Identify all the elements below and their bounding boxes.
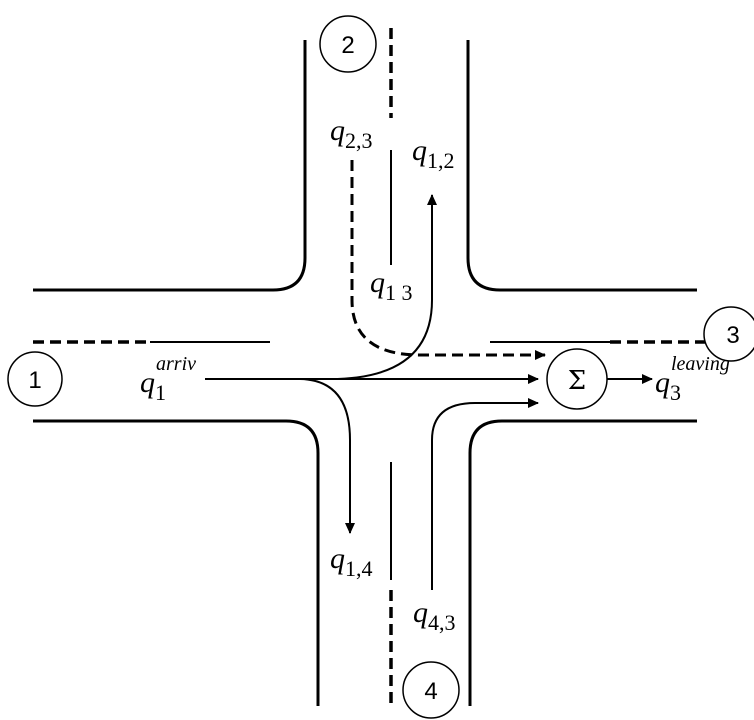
- road-edge-bottom-right: [468, 419, 697, 706]
- label-q-4-3: q4,3: [413, 596, 456, 635]
- sum-node: Σ: [546, 348, 608, 410]
- flow-arrows: [205, 160, 653, 590]
- node-3-label: 3: [726, 322, 739, 349]
- label-q-1-3: q1 3: [370, 266, 413, 305]
- road-edge-bottom-left: [33, 419, 320, 706]
- node-3: 3: [703, 306, 754, 362]
- node-1: 1: [7, 351, 63, 407]
- road-edges: [33, 40, 697, 706]
- flow-arrow-1-to-4: [299, 378, 355, 534]
- node-2-label: 2: [341, 32, 354, 59]
- label-q-3-leaving: q3leaving: [655, 353, 730, 405]
- node-3-circle: [703, 306, 754, 362]
- road-edge-top-left: [33, 40, 307, 292]
- sum-node-circle: [546, 348, 608, 410]
- label-q-1-2: q1,2: [412, 134, 455, 173]
- node-1-circle: [7, 351, 63, 407]
- node-4: 4: [402, 661, 460, 719]
- node-2-circle: [319, 15, 377, 73]
- node-4-label: 4: [424, 678, 437, 705]
- label-q-1-arriv: q1arriv: [140, 353, 196, 405]
- flow-arrow-2-to-3: [350, 160, 546, 360]
- node-2: 2: [319, 15, 377, 73]
- road-edge-top-right: [466, 40, 697, 292]
- flow-arrow-4-to-3: [431, 398, 539, 590]
- label-q-2-3: q2,3: [330, 114, 373, 153]
- label-q-1-4: q1,4: [330, 542, 373, 581]
- lane-dividers: [33, 28, 705, 706]
- sum-symbol: Σ: [568, 366, 586, 396]
- node-1-label: 1: [28, 367, 41, 394]
- node-4-circle: [402, 661, 460, 719]
